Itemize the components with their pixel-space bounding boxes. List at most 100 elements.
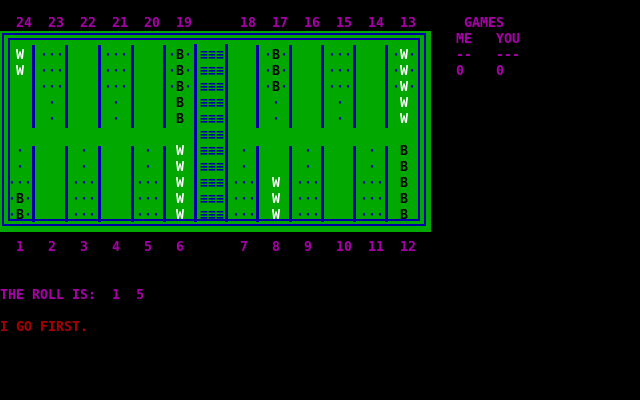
point-dot: · [312, 176, 321, 191]
point-dot: · [360, 176, 369, 191]
checker-white: W [400, 112, 409, 127]
point-dot: · [136, 192, 145, 207]
point-dot: · [408, 64, 417, 79]
point-dot: · [248, 208, 257, 223]
point-divider [353, 146, 356, 222]
point-dot: · [264, 64, 273, 79]
point-dot: · [312, 208, 321, 223]
point-dot: · [48, 80, 57, 95]
point-dot: · [104, 64, 113, 79]
point-divider [321, 146, 324, 222]
point-dot: · [280, 80, 289, 95]
point-number-bottom: 12 [400, 240, 417, 255]
roll-message: THE ROLL IS: 1 5 [0, 288, 145, 303]
point-dot: · [120, 48, 129, 63]
point-divider [65, 146, 68, 222]
point-dot: · [312, 192, 321, 207]
checker-white: W [272, 208, 281, 223]
point-divider [131, 146, 134, 222]
point-dot: · [296, 176, 305, 191]
point-number-top: 15 [336, 16, 353, 31]
point-dot: · [264, 48, 273, 63]
point-number-bottom: 5 [144, 240, 153, 255]
point-dot: · [16, 160, 25, 175]
point-divider [32, 45, 35, 128]
point-dot: · [304, 144, 313, 159]
point-dot: · [48, 48, 57, 63]
point-dot: · [8, 208, 17, 223]
point-dot: · [144, 176, 153, 191]
point-dot: · [112, 80, 121, 95]
checker-black: B [400, 160, 409, 175]
point-dot: · [56, 64, 65, 79]
point-dot: · [24, 176, 33, 191]
point-dot: · [304, 160, 313, 175]
point-dot: · [8, 192, 17, 207]
point-dot: · [56, 48, 65, 63]
scoreboard-me-label: ME [456, 32, 473, 47]
backgammon-board [0, 31, 431, 232]
point-dot: · [144, 160, 153, 175]
point-dot: · [368, 208, 377, 223]
point-dot: · [360, 192, 369, 207]
point-dot: · [376, 192, 385, 207]
board-border-outer [2, 33, 426, 226]
point-dot: · [248, 192, 257, 207]
point-dot: · [104, 80, 113, 95]
checker-black: B [176, 80, 185, 95]
point-dot: · [72, 176, 81, 191]
point-dot: · [8, 176, 17, 191]
bar-texture: ≡≡≡ [200, 48, 225, 63]
point-dot: · [360, 208, 369, 223]
point-number-bottom: 4 [112, 240, 121, 255]
bar-texture: ≡≡≡ [200, 192, 225, 207]
point-divider [289, 146, 292, 222]
point-dot: · [368, 144, 377, 159]
bar-texture: ≡≡≡ [200, 80, 225, 95]
point-number-top: 14 [368, 16, 385, 31]
checker-black: B [272, 64, 281, 79]
checker-white: W [176, 176, 185, 191]
point-dot: · [304, 176, 313, 191]
point-divider [131, 45, 134, 128]
board-border-inner [8, 38, 420, 221]
checker-black: B [400, 144, 409, 159]
point-dot: · [376, 208, 385, 223]
point-dot: · [280, 64, 289, 79]
point-dot: · [80, 176, 89, 191]
checker-black: B [176, 48, 185, 63]
point-divider [32, 146, 35, 222]
point-dot: · [376, 176, 385, 191]
point-dot: · [144, 144, 153, 159]
point-number-top: 18 [240, 16, 257, 31]
point-divider [65, 45, 68, 128]
point-divider [385, 45, 388, 128]
point-number-bottom: 11 [368, 240, 385, 255]
checker-black: B [272, 80, 281, 95]
point-dot: · [112, 64, 121, 79]
point-number-bottom: 1 [16, 240, 25, 255]
turn-message: I GO FIRST. [0, 320, 89, 335]
point-dot: · [344, 48, 353, 63]
checker-black: B [16, 208, 25, 223]
point-number-bottom: 9 [304, 240, 313, 255]
point-divider [98, 146, 101, 222]
checker-black: B [272, 48, 281, 63]
point-number-top: 13 [400, 16, 417, 31]
point-dot: · [272, 112, 281, 127]
point-dot: · [88, 208, 97, 223]
scoreboard-you-score: 0 [496, 64, 505, 79]
point-number-bottom: 10 [336, 240, 353, 255]
point-dot: · [80, 208, 89, 223]
point-dot: · [408, 48, 417, 63]
scoreboard-me-rule: -- [456, 48, 473, 63]
point-dot: · [112, 112, 121, 127]
point-dot: · [328, 80, 337, 95]
bar-texture: ≡≡≡ [200, 144, 225, 159]
point-dot: · [368, 160, 377, 175]
point-dot: · [328, 48, 337, 63]
checker-black: B [400, 208, 409, 223]
point-dot: · [336, 112, 345, 127]
point-number-bottom: 7 [240, 240, 249, 255]
